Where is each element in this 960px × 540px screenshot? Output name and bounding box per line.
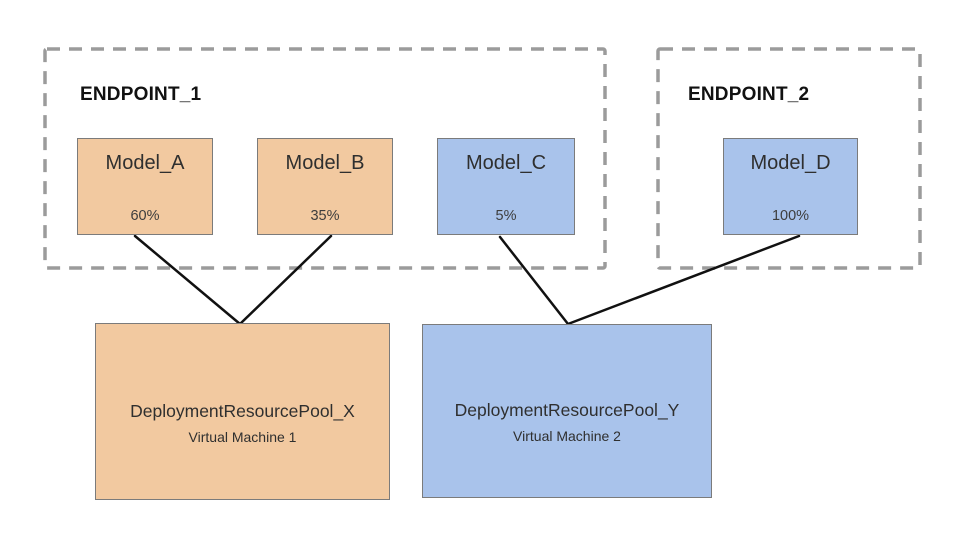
- pool-y-box: DeploymentResourcePool_Y Virtual Machine…: [422, 324, 712, 498]
- pool-y-machine: Virtual Machine 2: [513, 428, 621, 444]
- model-b-box: Model_B 35%: [257, 138, 393, 235]
- connector-model-b-pool-x: [238, 234, 333, 326]
- pool-x-box: DeploymentResourcePool_X Virtual Machine…: [95, 323, 390, 500]
- model-b-name: Model_B: [285, 152, 365, 174]
- model-b-traffic: 35%: [310, 208, 340, 224]
- model-a-traffic: 60%: [130, 208, 160, 224]
- model-c-traffic: 5%: [495, 208, 517, 224]
- pool-y-name: DeploymentResourcePool_Y: [454, 400, 680, 420]
- model-d-name: Model_D: [750, 152, 831, 174]
- endpoint-2-frame: [656, 47, 922, 270]
- pool-x-machine: Virtual Machine 1: [188, 428, 297, 445]
- connector-model-d-pool-y: [566, 234, 801, 326]
- model-d-traffic: 100%: [771, 208, 810, 224]
- model-a-name: Model_A: [105, 152, 185, 174]
- endpoint-1-frame: [43, 47, 607, 270]
- model-a-box: Model_A 60%: [77, 138, 213, 235]
- connector-model-a-pool-x: [133, 234, 242, 326]
- endpoint-1-label: ENDPOINT_1: [80, 84, 202, 105]
- pool-x-name: DeploymentResourcePool_X: [130, 400, 355, 421]
- connector-model-c-pool-y: [498, 235, 570, 326]
- model-d-box: Model_D 100%: [723, 138, 858, 235]
- model-c-box: Model_C 5%: [437, 138, 575, 235]
- endpoint-2-label: ENDPOINT_2: [688, 84, 810, 105]
- model-c-name: Model_C: [465, 152, 547, 174]
